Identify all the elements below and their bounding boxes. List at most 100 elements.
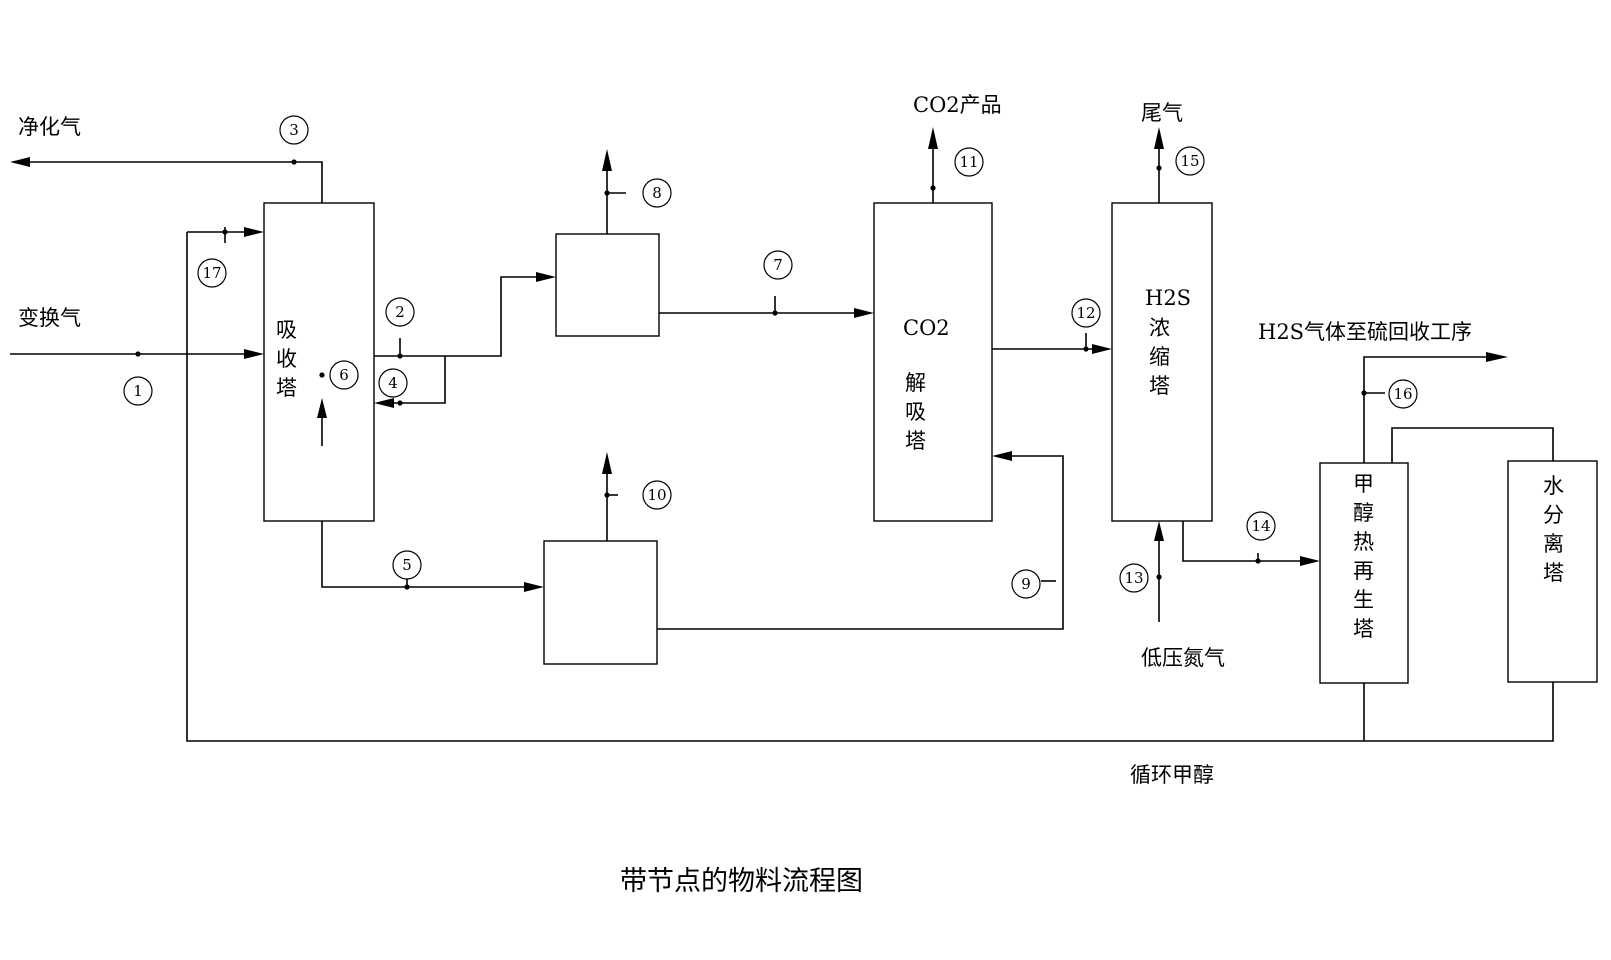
recycle-methanol-line — [186, 232, 1554, 742]
arrow-stream-8 — [602, 149, 612, 171]
absorber-label-2: 收 — [276, 347, 297, 371]
node-4: 4 — [378, 368, 408, 398]
node-12: 12 — [1071, 298, 1101, 328]
arrow-stream-5 — [524, 582, 544, 592]
svg-text:15: 15 — [1180, 152, 1199, 170]
stream-14-line — [1182, 521, 1310, 562]
diagram-caption: 带节点的物料流程图 — [620, 866, 863, 897]
svg-text:6: 6 — [339, 366, 349, 384]
label-tail-gas: 尾气 — [1141, 101, 1183, 125]
h2s-label-top: H2S — [1145, 286, 1191, 310]
dot-stream-1 — [135, 351, 141, 357]
dot-stream-8 — [604, 190, 610, 196]
regen-label-2: 醇 — [1353, 501, 1374, 525]
stream-9-line — [657, 455, 1064, 630]
water-sep-label-3: 离 — [1543, 532, 1564, 556]
dot-stream-7 — [772, 310, 778, 316]
co2-desorber-label-3: 塔 — [905, 429, 926, 453]
svg-text:12: 12 — [1076, 304, 1095, 322]
svg-text:8: 8 — [652, 184, 662, 202]
node-3: 3 — [279, 115, 309, 145]
label-recycle-methanol: 循环甲醇 — [1130, 763, 1214, 787]
regen-label-4: 再 — [1353, 559, 1374, 583]
absorber-label-1: 吸 — [276, 318, 297, 342]
h2s-concentrator-tower — [1111, 202, 1213, 522]
node-9: 9 — [1011, 569, 1041, 599]
node-13: 13 — [1119, 563, 1149, 593]
arrow-stream-1 — [244, 349, 264, 359]
regen-to-water-line — [1391, 427, 1554, 463]
svg-text:16: 16 — [1393, 385, 1412, 403]
svg-text:7: 7 — [773, 256, 783, 274]
svg-text:17: 17 — [202, 264, 221, 282]
water-sep-label-2: 分 — [1543, 503, 1564, 527]
svg-text:9: 9 — [1021, 575, 1031, 593]
arrow-stream-7 — [854, 308, 874, 318]
arrow-stream-16 — [1486, 352, 1508, 362]
co2-desorber-label-2: 吸 — [905, 400, 926, 424]
node-11: 11 — [954, 147, 984, 177]
arrow-stream-10 — [602, 452, 612, 474]
dot-stream-17 — [222, 229, 228, 235]
water-sep-label-4: 塔 — [1543, 561, 1564, 585]
arrow-stream-9 — [992, 451, 1012, 461]
stream-4-line — [384, 356, 446, 404]
node-10: 10 — [642, 480, 672, 510]
node-15: 15 — [1175, 146, 1205, 176]
label-shift-gas: 变换气 — [18, 306, 81, 330]
arrow-stream-4 — [374, 398, 394, 408]
water-separation-tower — [1507, 460, 1598, 683]
stream-3-line — [20, 161, 323, 203]
node-16: 16 — [1388, 379, 1418, 409]
arrow-stream-13 — [1154, 521, 1164, 541]
arrow-stream-6 — [317, 398, 327, 418]
h2s-label-3: 塔 — [1149, 374, 1170, 398]
svg-text:2: 2 — [395, 303, 405, 321]
regen-label-6: 塔 — [1353, 617, 1374, 641]
co2-desorber-tower — [873, 202, 993, 522]
regen-label-3: 热 — [1353, 530, 1374, 554]
lower-flash-vessel — [543, 540, 658, 665]
node-8: 8 — [642, 178, 672, 208]
label-co2-product: CO2产品 — [913, 93, 1002, 117]
dot-stream-15 — [1156, 165, 1162, 171]
label-low-pressure-n2: 低压氮气 — [1141, 646, 1225, 670]
node-2: 2 — [385, 297, 415, 327]
arrow-stream-15 — [1154, 127, 1164, 149]
dot-stream-10 — [604, 492, 610, 498]
svg-text:3: 3 — [289, 121, 299, 139]
svg-text:4: 4 — [388, 374, 398, 392]
svg-text:1: 1 — [133, 382, 143, 400]
node-7: 7 — [763, 250, 793, 280]
absorber-tower — [263, 202, 375, 522]
h2s-label-2: 缩 — [1149, 345, 1170, 369]
dot-stream-2 — [397, 353, 403, 359]
dot-stream-12 — [1083, 346, 1089, 352]
arrow-stream-14 — [1300, 556, 1320, 566]
node-1: 1 — [123, 376, 153, 406]
dot-stream-4 — [397, 400, 403, 406]
stream-16-line — [1363, 356, 1494, 463]
regen-label-5: 生 — [1353, 588, 1374, 612]
co2-desorber-label-1: 解 — [905, 371, 926, 395]
water-sep-label-1: 水 — [1543, 474, 1564, 498]
h2s-label-1: 浓 — [1149, 316, 1170, 340]
stream-2-line — [374, 276, 546, 357]
arrow-purified-gas — [10, 157, 30, 167]
arrow-stream-12 — [1092, 344, 1112, 354]
absorber-label-3: 塔 — [276, 376, 297, 400]
arrow-stream-11 — [928, 127, 938, 149]
label-purified-gas: 净化气 — [18, 115, 81, 139]
arrow-stream-17 — [244, 227, 264, 237]
dot-stream-5 — [404, 584, 410, 590]
dot-stream-11 — [930, 185, 936, 191]
dot-stream-6 — [319, 372, 325, 378]
upper-flash-vessel — [555, 233, 660, 337]
co2-desorber-label-top: CO2 — [903, 316, 950, 340]
dot-stream-13 — [1156, 574, 1162, 580]
svg-text:14: 14 — [1251, 517, 1270, 535]
label-h2s-to-sulfur: H2S气体至硫回收工序 — [1258, 320, 1472, 344]
svg-text:10: 10 — [647, 486, 666, 504]
svg-text:11: 11 — [959, 153, 978, 171]
